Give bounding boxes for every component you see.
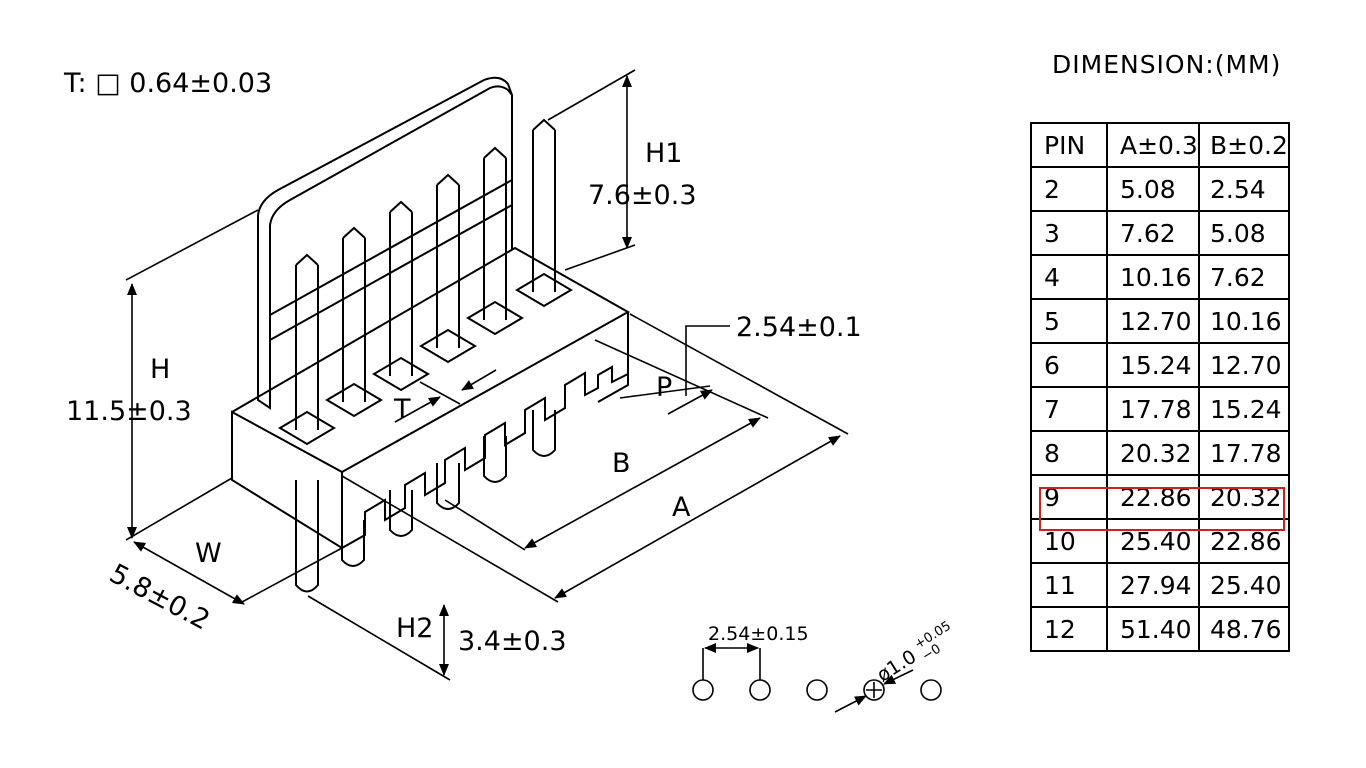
- dim-a: [341, 313, 849, 603]
- b-cell: 12.70: [1198, 342, 1290, 388]
- h2-label: H2: [396, 613, 434, 644]
- dim-t: [394, 369, 497, 423]
- table-row: 12 51.40 48.76: [1030, 606, 1290, 652]
- table-row: 11 27.94 25.40: [1030, 562, 1290, 608]
- h-value: 11.5±0.3: [66, 396, 192, 427]
- pin-cell: 11: [1030, 562, 1108, 608]
- pin-cell: 7: [1030, 386, 1108, 432]
- table-row: 7 17.78 15.24: [1030, 386, 1290, 432]
- b-label: B: [612, 448, 631, 479]
- a-cell: 10.16: [1106, 254, 1200, 300]
- a-cell: 5.08: [1106, 166, 1200, 212]
- a-cell: 17.78: [1106, 386, 1200, 432]
- a-cell: 15.24: [1106, 342, 1200, 388]
- b-cell: 2.54: [1198, 166, 1290, 212]
- dimension-table: PIN A±0.3 B±0.2 2 5.08 2.54 3 7.62 5.08 …: [1030, 122, 1290, 652]
- pin-cell: 6: [1030, 342, 1108, 388]
- h-label: H: [150, 354, 171, 385]
- pitch-value: 2.54±0.15: [708, 623, 809, 645]
- pin-cell: 5: [1030, 298, 1108, 344]
- table-header-row: PIN A±0.3 B±0.2: [1030, 122, 1290, 168]
- a-cell: 27.94: [1106, 562, 1200, 608]
- table-row: 8 20.32 17.78: [1030, 430, 1290, 476]
- housing: [231, 246, 631, 550]
- table-row: 2 5.08 2.54: [1030, 166, 1290, 212]
- b-cell: 22.86: [1198, 518, 1290, 564]
- h1-value: 7.6±0.3: [588, 180, 697, 211]
- p-value: 2.54±0.1: [736, 312, 862, 343]
- pin-cell: 4: [1030, 254, 1108, 300]
- table-row: 10 25.40 22.86: [1030, 518, 1290, 564]
- pin-cell: 2: [1030, 166, 1108, 212]
- b-cell: 20.32: [1198, 474, 1290, 520]
- table-row-highlighted: 9 22.86 20.32: [1030, 474, 1290, 520]
- dim-p: [619, 325, 730, 415]
- h1-label: H1: [645, 138, 683, 169]
- pin-cell: 12: [1030, 606, 1108, 652]
- dim-h: [125, 209, 259, 541]
- b-cell: 7.62: [1198, 254, 1290, 300]
- pin-cell: 3: [1030, 210, 1108, 256]
- header-a: A±0.3: [1106, 122, 1200, 168]
- a-cell: 25.40: [1106, 518, 1200, 564]
- w-label: W: [195, 538, 222, 569]
- dimension-table-title: DIMENSION:(MM): [1052, 50, 1282, 79]
- a-cell: 22.86: [1106, 474, 1200, 520]
- header-b: B±0.2: [1198, 122, 1290, 168]
- dim-h2: [307, 595, 451, 681]
- header-pin: PIN: [1030, 122, 1108, 168]
- pin-cell: 10: [1030, 518, 1108, 564]
- dim-h1: [547, 69, 636, 271]
- a-label: A: [672, 492, 691, 523]
- table-row: 4 10.16 7.62: [1030, 254, 1290, 300]
- pin-cell: 9: [1030, 474, 1108, 520]
- pins: [278, 118, 573, 446]
- a-cell: 12.70: [1106, 298, 1200, 344]
- b-cell: 5.08: [1198, 210, 1290, 256]
- pin-cell: 8: [1030, 430, 1108, 476]
- table-row: 5 12.70 10.16: [1030, 298, 1290, 344]
- b-cell: 48.76: [1198, 606, 1290, 652]
- b-cell: 17.78: [1198, 430, 1290, 476]
- h2-value: 3.4±0.3: [458, 626, 567, 657]
- b-cell: 15.24: [1198, 386, 1290, 432]
- pcb-hole-pattern: [692, 643, 942, 713]
- t-label: T: [394, 394, 411, 425]
- a-cell: 20.32: [1106, 430, 1200, 476]
- a-cell: 51.40: [1106, 606, 1200, 652]
- thickness-note: T: □ 0.64±0.03: [64, 68, 273, 99]
- b-cell: 10.16: [1198, 298, 1290, 344]
- p-label: P: [656, 372, 673, 403]
- table-row: 6 15.24 12.70: [1030, 342, 1290, 388]
- dim-w: [133, 541, 343, 605]
- table-row: 3 7.62 5.08: [1030, 210, 1290, 256]
- b-cell: 25.40: [1198, 562, 1290, 608]
- a-cell: 7.62: [1106, 210, 1200, 256]
